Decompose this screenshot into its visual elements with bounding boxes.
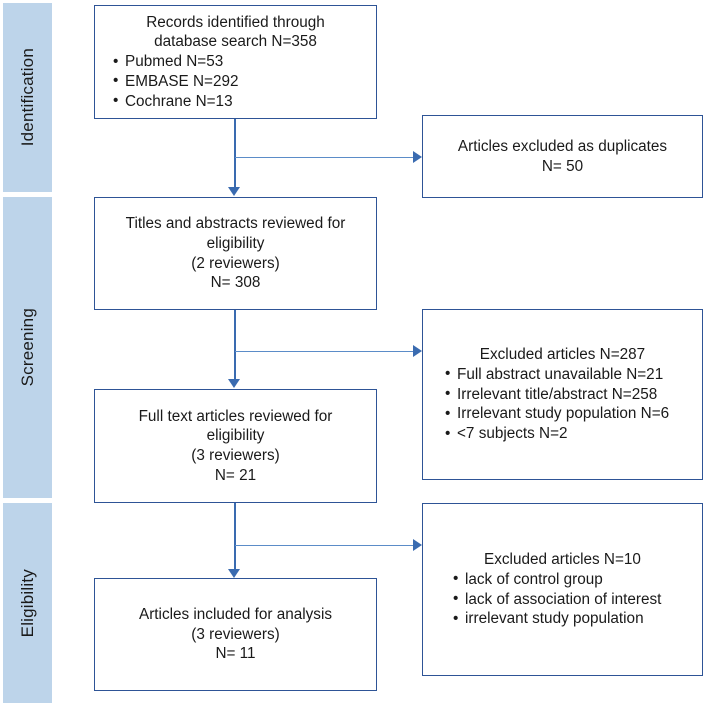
list-item: irrelevant study population	[451, 609, 696, 629]
list-item: <7 subjects N=2	[443, 424, 696, 444]
box-titles-abstracts-content: Titles and abstracts reviewed for eligib…	[95, 214, 376, 293]
box-articles-included-content: Articles included for analysis (3 review…	[95, 605, 376, 664]
arrow-fulltext-to-included	[228, 569, 240, 578]
box-records-identified: Records identified through database sear…	[94, 5, 377, 119]
box-full-text-articles-content: Full text articles reviewed for eligibil…	[95, 407, 376, 486]
arrow-titles-to-fulltext	[228, 379, 240, 388]
box-line: (2 reviewers)	[191, 254, 280, 272]
list-item: Cochrane N=13	[111, 91, 370, 112]
box-full-text-articles: Full text articles reviewed for eligibil…	[94, 389, 377, 503]
list-item: Full abstract unavailable N=21	[443, 364, 696, 385]
box-duplicates-excluded-content: Articles excluded as duplicates N= 50	[423, 137, 702, 176]
box-line: N= 308	[210, 274, 261, 292]
box-line: Excluded articles N=287	[479, 346, 646, 364]
box-records-identified-content: Records identified through database sear…	[95, 13, 376, 112]
box-excluded-287: Excluded articles N=287 Full abstract un…	[422, 309, 703, 480]
arrow-records-to-titles	[228, 187, 240, 196]
box-line: Titles and abstracts reviewed for	[125, 215, 346, 233]
box-line: Full text articles reviewed for	[138, 407, 333, 425]
box-line: N= 50	[541, 157, 584, 175]
stage-band-identification: Identification	[3, 3, 52, 192]
box-excluded-287-content: Excluded articles N=287 Full abstract un…	[423, 345, 702, 444]
connector-records-to-duplicates	[235, 157, 416, 159]
list-item: Irrelevant title/abstract N=258	[443, 384, 696, 405]
arrow-records-to-duplicates	[413, 151, 422, 163]
box-excluded-10: Excluded articles N=10 lack of control g…	[422, 503, 703, 676]
connector-titles-to-fulltext	[234, 310, 236, 381]
box-line: (3 reviewers)	[191, 447, 280, 464]
box-line: Excluded articles N=10	[484, 551, 641, 569]
box-line: Records identified through	[146, 13, 325, 31]
stage-band-screening: Screening	[3, 197, 52, 498]
connector-fulltext-to-included	[234, 503, 236, 571]
box-line: N= 11	[215, 645, 256, 663]
connector-fulltext-to-excluded10	[235, 545, 416, 547]
box-line: eligibility	[206, 234, 265, 252]
stage-label-screening: Screening	[17, 308, 37, 387]
list-item: Irrelevant study population N=6	[443, 404, 689, 424]
stage-label-eligibility: Eligibility	[17, 568, 37, 638]
connector-titles-to-excluded287	[235, 351, 416, 353]
box-articles-included: Articles included for analysis (3 review…	[94, 578, 377, 691]
arrow-fulltext-to-excluded10	[413, 539, 422, 551]
stage-label-identification: Identification	[17, 48, 37, 147]
box-duplicates-excluded: Articles excluded as duplicates N= 50	[422, 115, 703, 198]
box-line: eligibility	[206, 427, 265, 445]
list-item: lack of control group	[451, 569, 696, 590]
box-excluded-10-bullets: lack of control group lack of associatio…	[451, 569, 696, 629]
list-item: lack of association of interest	[451, 589, 696, 610]
stage-band-eligibility: Eligibility	[3, 503, 52, 703]
arrow-titles-to-excluded287	[413, 345, 422, 357]
connector-records-to-titles	[234, 119, 236, 189]
box-line: database search N=358	[154, 33, 317, 51]
list-item: Pubmed N=53	[111, 52, 370, 72]
box-line: N= 21	[214, 466, 257, 484]
box-line: (3 reviewers)	[191, 625, 280, 643]
list-item: EMBASE N=292	[111, 71, 370, 92]
box-excluded-287-bullets: Full abstract unavailable N=21 Irrelevan…	[443, 364, 696, 444]
box-excluded-10-content: Excluded articles N=10 lack of control g…	[423, 550, 702, 629]
box-records-identified-bullets: Pubmed N=53 EMBASE N=292 Cochrane N=13	[111, 52, 370, 111]
box-line: Articles included for analysis	[139, 605, 332, 623]
box-titles-abstracts: Titles and abstracts reviewed for eligib…	[94, 197, 377, 310]
box-line: Articles excluded as duplicates	[457, 137, 668, 155]
